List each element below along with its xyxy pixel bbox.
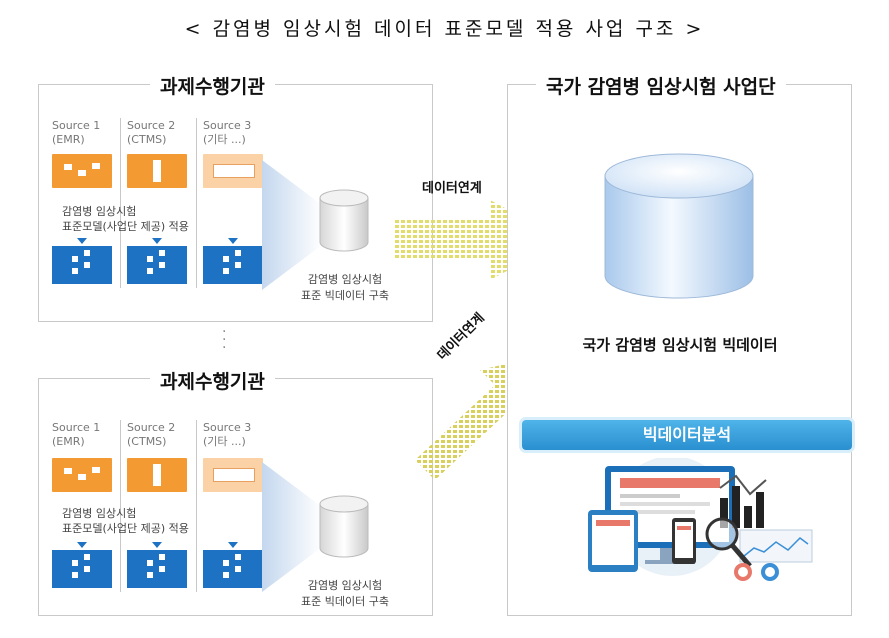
- standard-model-text: 감염병 임상시험 표준모델(사업단 제공) 적용: [62, 205, 189, 233]
- standardized-data-icon: [203, 246, 263, 284]
- other-source-icon: [203, 458, 263, 492]
- national-title: 국가 감염병 임상시험 사업단: [536, 72, 786, 99]
- standardized-data-icon: [52, 246, 112, 284]
- down-arrow-icon: [228, 238, 238, 244]
- database-icon: [319, 189, 369, 252]
- diagram-title: < 감염병 임상시험 데이터 표준모델 적용 사업 구조 >: [184, 18, 705, 40]
- bigdata-build-label: 감염병 임상시험 표준 빅데이터 구축: [301, 579, 389, 608]
- down-arrow-icon: [77, 542, 87, 548]
- down-arrow-icon: [152, 542, 162, 548]
- funnel-icon: [262, 462, 322, 592]
- source-divider: [120, 118, 121, 288]
- down-arrow-icon: [77, 238, 87, 244]
- bigdata-build-label: 감염병 임상시험 표준 빅데이터 구축: [301, 273, 389, 302]
- institution-title-2: 과제수행기관: [150, 367, 275, 394]
- institution-title-1: 과제수행기관: [150, 72, 275, 99]
- source-divider: [196, 420, 197, 592]
- ctms-source-icon: [127, 154, 187, 188]
- source-3-label: Source 3(기타 ...): [203, 421, 252, 448]
- standard-model-text: 감염병 임상시험 표준모델(사업단 제공) 적용: [62, 507, 189, 535]
- funnel-icon: [262, 160, 322, 290]
- source-2-label: Source 2(CTMS): [127, 421, 176, 448]
- down-arrow-icon: [152, 238, 162, 244]
- source-2-label: Source 2(CTMS): [127, 119, 176, 146]
- continuation-dots: ···: [222, 324, 227, 356]
- bigdata-analysis-bar: 빅데이터분석: [522, 420, 852, 450]
- emr-source-icon: [52, 154, 112, 188]
- other-source-icon: [203, 154, 263, 188]
- standardized-data-icon: [127, 246, 187, 284]
- source-divider: [120, 420, 121, 592]
- national-database-icon: [604, 153, 754, 299]
- emr-source-icon: [52, 458, 112, 492]
- down-arrow-icon: [228, 542, 238, 548]
- ctms-source-icon: [127, 458, 187, 492]
- source-3-label: Source 3(기타 ...): [203, 119, 252, 146]
- analytics-devices-illustration: [588, 458, 813, 581]
- source-divider: [196, 118, 197, 288]
- source-1-label: Source 1(EMR): [52, 421, 101, 448]
- source-1-label: Source 1(EMR): [52, 119, 101, 146]
- data-link-label-top: 데이터연계: [422, 181, 482, 196]
- standardized-data-icon: [127, 550, 187, 588]
- database-icon: [319, 495, 369, 558]
- national-bigdata-label: 국가 감염병 임상시험 빅데이터: [582, 336, 778, 354]
- standardized-data-icon: [52, 550, 112, 588]
- standardized-data-icon: [203, 550, 263, 588]
